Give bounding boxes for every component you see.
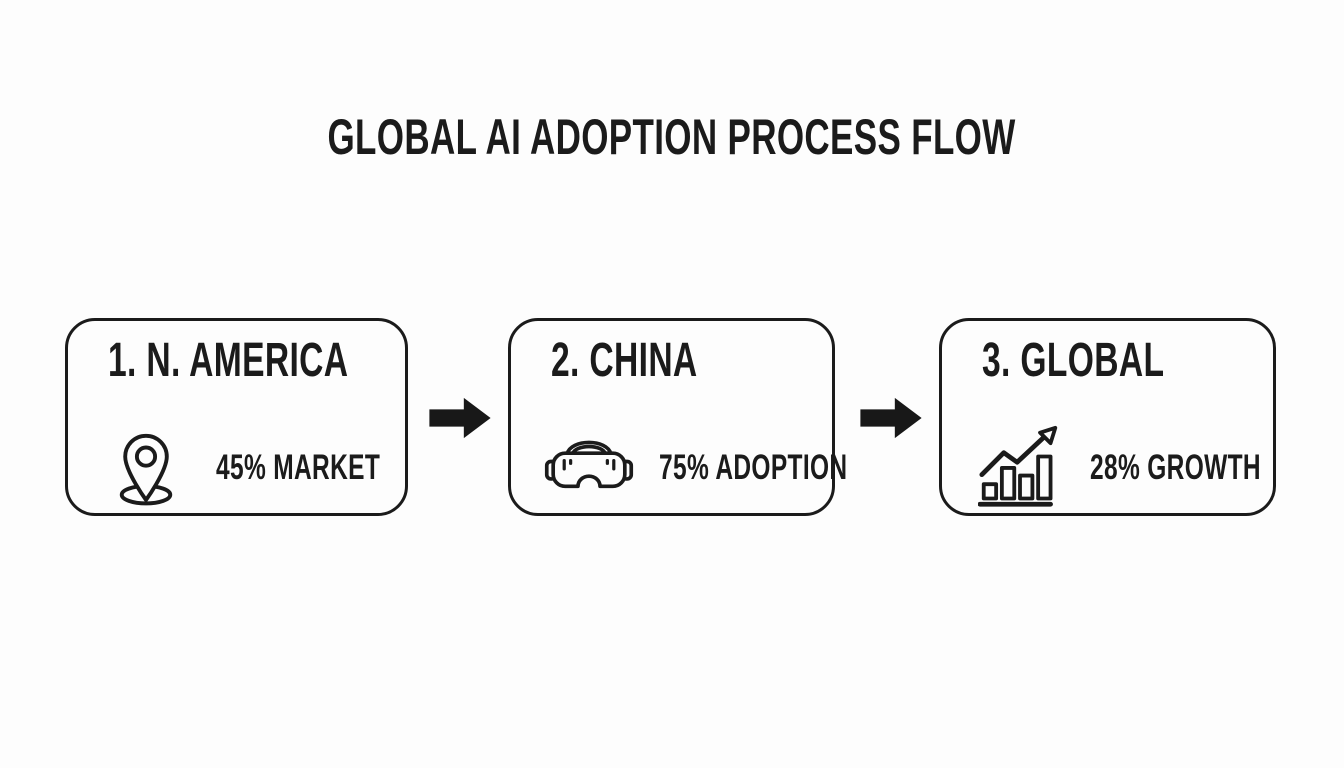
step-label: 1. N. AMERICA (108, 334, 349, 387)
stat-row: 75% ADOPTION (543, 421, 847, 513)
location-pin-icon (100, 423, 192, 511)
page-title: GLOBAL AI ADOPTION PROCESS FLOW (327, 109, 1017, 165)
step-box-n-america: 1. N. AMERICA 45% MARKET (65, 318, 408, 516)
step-box-global: 3. GLOBAL 28% GROWTH (939, 318, 1276, 516)
arrow-right-icon (860, 396, 922, 440)
step-box-china: 2. CHINA 75% ADOPTION (508, 318, 847, 516)
step-label: 3. GLOBAL (982, 334, 1165, 387)
step-label: 2. CHINA (551, 334, 698, 387)
stat-label: 28% GROWTH (1090, 447, 1261, 487)
stat-label: 75% ADOPTION (659, 447, 848, 487)
stat-row: 28% GROWTH (974, 421, 1263, 513)
vr-headset-icon (543, 432, 635, 502)
arrow-right-icon (429, 396, 491, 440)
stat-label: 45% MARKET (216, 447, 381, 487)
growth-bar-chart-icon (974, 425, 1066, 509)
stat-row: 45% MARKET (100, 421, 395, 513)
